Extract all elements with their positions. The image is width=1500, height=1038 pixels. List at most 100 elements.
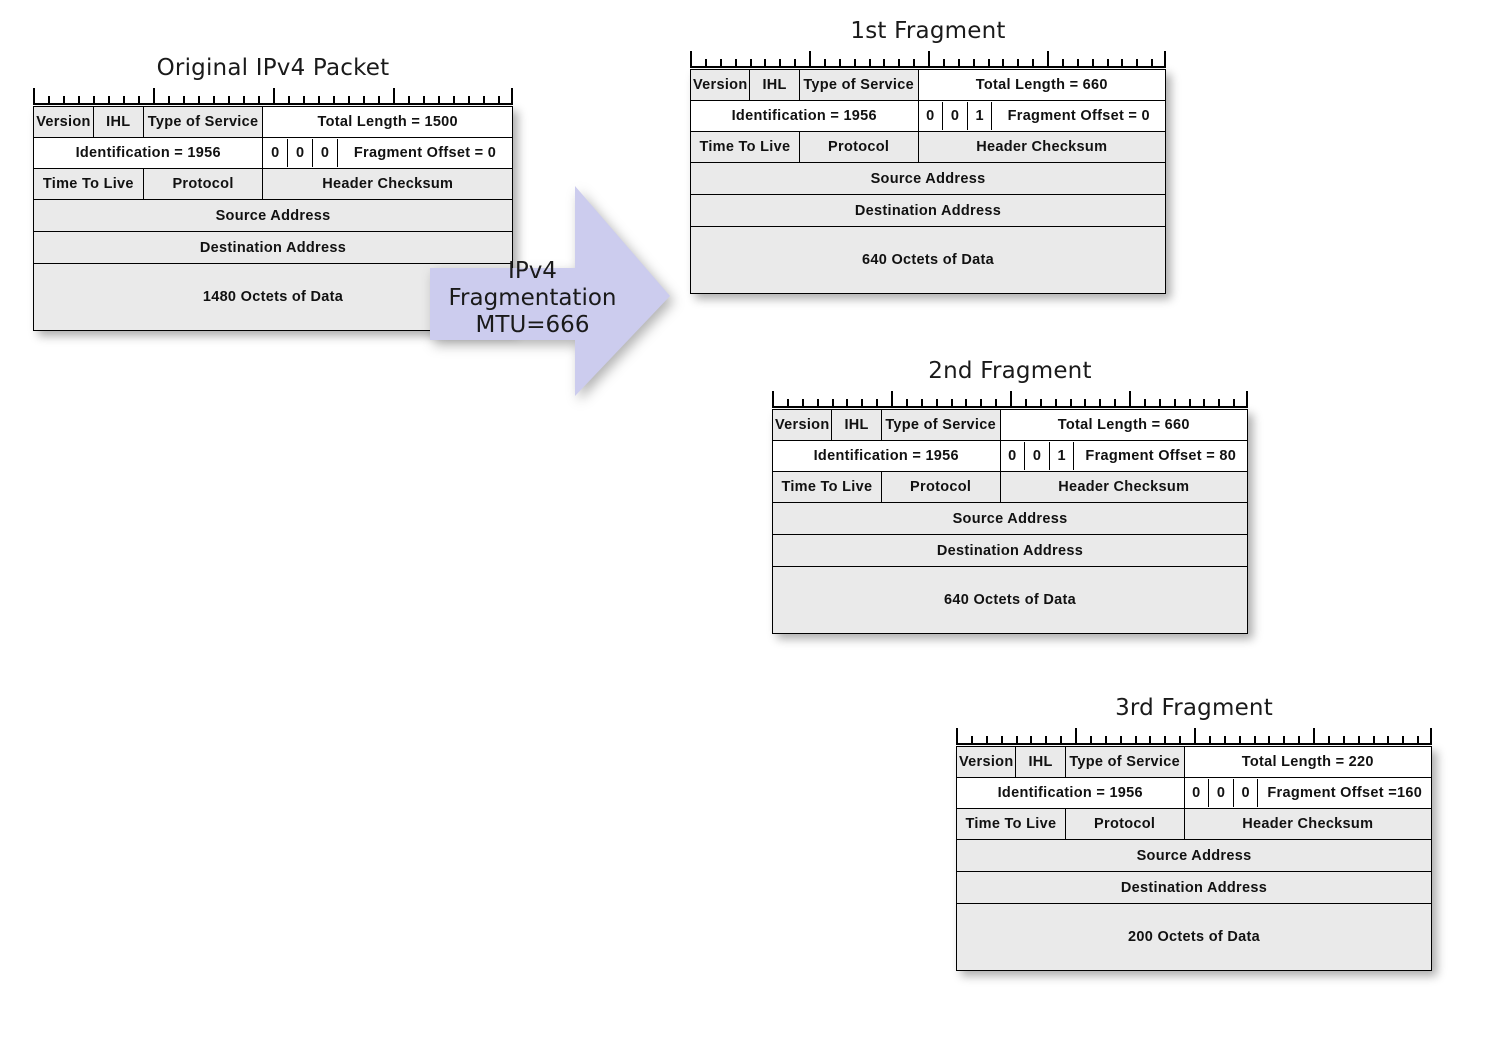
field-identification: Identification = 1956 bbox=[956, 777, 1185, 809]
field-fragment-offset: Fragment Offset = 0 bbox=[337, 139, 512, 167]
ruler-tick-minor bbox=[1203, 399, 1206, 408]
field-ihl: IHL bbox=[1015, 746, 1066, 778]
ruler-tick-minor bbox=[363, 96, 365, 105]
ruler-tick-minor bbox=[704, 59, 707, 68]
ruler-tick-major bbox=[1246, 391, 1248, 408]
field-header-checksum: Header Checksum bbox=[917, 131, 1167, 163]
ruler-tick-minor bbox=[408, 96, 410, 105]
table-row-destination: Destination Address bbox=[33, 231, 513, 264]
ruler-tick-minor bbox=[920, 399, 923, 408]
ruler-tick-minor bbox=[303, 96, 305, 105]
ipv4-header-table: Version IHL Type of Service Total Length… bbox=[955, 746, 1433, 971]
field-flag-reserved: 0 bbox=[918, 102, 944, 130]
field-fragment-offset: Fragment Offset =160 bbox=[1257, 779, 1431, 807]
field-flag-df: 0 bbox=[942, 102, 968, 130]
ruler-tick-major bbox=[1430, 728, 1432, 745]
field-time-to-live: Time To Live bbox=[690, 131, 800, 163]
field-fragment-offset: Fragment Offset = 0 bbox=[991, 102, 1165, 130]
ruler-tick-minor bbox=[883, 59, 886, 68]
ruler-tick-minor bbox=[995, 399, 998, 408]
field-destination-address: Destination Address bbox=[33, 231, 513, 264]
field-source-address: Source Address bbox=[690, 162, 1166, 195]
table-row-2: Identification = 1956 0 0 1 Fragment Off… bbox=[772, 440, 1249, 472]
ruler-tick-minor bbox=[1149, 736, 1152, 745]
field-identification: Identification = 1956 bbox=[32, 137, 264, 169]
ruler-tick-minor bbox=[483, 96, 485, 105]
table-row-source: Source Address bbox=[772, 502, 1248, 535]
table-row-payload: 640 Octets of Data bbox=[690, 226, 1166, 294]
ruler-tick-minor bbox=[1017, 59, 1020, 68]
ruler-tick-minor bbox=[935, 399, 938, 408]
ruler-tick-minor bbox=[1208, 736, 1211, 745]
ruler-tick-minor bbox=[876, 399, 879, 408]
table-row-1: Version IHL Type of Service Total Length… bbox=[689, 69, 1167, 101]
ruler-tick-minor bbox=[786, 399, 789, 408]
field-total-length: Total Length = 660 bbox=[999, 409, 1249, 441]
field-flag-reserved: 0 bbox=[263, 139, 289, 167]
ruler-tick-minor bbox=[1015, 736, 1018, 745]
ruler-tick-minor bbox=[228, 96, 230, 105]
ruler-tick-minor bbox=[378, 96, 380, 105]
table-row-destination: Destination Address bbox=[772, 534, 1248, 567]
ruler-tick-minor bbox=[985, 736, 988, 745]
ruler-tick-major bbox=[511, 88, 513, 105]
field-type-of-service: Type of Service bbox=[1064, 746, 1185, 778]
ruler-tick-minor bbox=[794, 59, 797, 68]
table-row-1: Version IHL Type of Service Total Length… bbox=[33, 106, 513, 138]
ruler-tick-minor bbox=[1030, 736, 1033, 745]
ruler-tick-minor bbox=[243, 96, 245, 105]
bit-ruler bbox=[956, 727, 1432, 745]
field-destination-address: Destination Address bbox=[956, 871, 1432, 904]
ruler-tick-minor bbox=[1283, 736, 1286, 745]
ruler-tick-minor bbox=[93, 96, 95, 105]
ruler-tick-minor bbox=[1218, 399, 1221, 408]
field-version: Version bbox=[955, 746, 1017, 778]
ipv4-header-table: Version IHL Type of Service Total Length… bbox=[771, 409, 1249, 634]
ruler-tick-minor bbox=[123, 96, 125, 105]
table-row-2: Identification = 1956 0 0 0 Fragment Off… bbox=[32, 137, 513, 169]
field-ihl: IHL bbox=[831, 409, 882, 441]
ruler-tick-minor bbox=[734, 59, 737, 68]
field-total-length: Total Length = 220 bbox=[1183, 746, 1433, 778]
ruler-tick-minor bbox=[898, 59, 901, 68]
table-row-3: Time To Live Protocol Header Checksum bbox=[772, 471, 1249, 503]
ruler-tick-minor bbox=[1151, 59, 1154, 68]
ruler-tick-minor bbox=[913, 59, 916, 68]
packet-title-original: Original IPv4 Packet bbox=[156, 55, 390, 81]
ruler-tick-major bbox=[1075, 728, 1077, 745]
ruler-tick-minor bbox=[1179, 736, 1182, 745]
ruler-tick-minor bbox=[965, 399, 968, 408]
ruler-tick-major bbox=[956, 728, 958, 745]
table-row-1: Version IHL Type of Service Total Length… bbox=[955, 746, 1433, 778]
ruler-tick-minor bbox=[78, 96, 80, 105]
field-header-checksum: Header Checksum bbox=[999, 471, 1249, 503]
field-header-checksum: Header Checksum bbox=[262, 168, 513, 200]
ruler-tick-minor bbox=[1164, 736, 1167, 745]
table-row-destination: Destination Address bbox=[690, 194, 1166, 227]
ruler-tick-minor bbox=[1238, 736, 1241, 745]
ruler-tick-minor bbox=[749, 59, 752, 68]
ruler-tick-major bbox=[891, 391, 893, 408]
field-time-to-live: Time To Live bbox=[772, 471, 882, 503]
ruler-tick-minor bbox=[1387, 736, 1390, 745]
ruler-tick-minor bbox=[853, 59, 856, 68]
ruler-tick-minor bbox=[1372, 736, 1375, 745]
ruler-tick-major bbox=[1129, 391, 1131, 408]
ruler-tick-major bbox=[273, 88, 275, 105]
bit-ruler bbox=[33, 87, 513, 105]
field-fragment-offset: Fragment Offset = 80 bbox=[1073, 442, 1247, 470]
ruler-tick-minor bbox=[318, 96, 320, 105]
ruler-tick-minor bbox=[816, 399, 819, 408]
ruler-tick-minor bbox=[831, 399, 834, 408]
ruler-tick-minor bbox=[108, 96, 110, 105]
ruler-tick-minor bbox=[823, 59, 826, 68]
table-row-1: Version IHL Type of Service Total Length… bbox=[771, 409, 1249, 441]
ruler-tick-minor bbox=[1119, 736, 1122, 745]
ruler-tick-minor bbox=[1188, 399, 1191, 408]
ruler-tick-minor bbox=[288, 96, 290, 105]
ruler-tick-minor bbox=[258, 96, 260, 105]
table-row-3: Time To Live Protocol Header Checksum bbox=[33, 168, 513, 200]
ruler-tick-minor bbox=[348, 96, 350, 105]
ruler-tick-minor bbox=[1417, 736, 1420, 745]
ruler-tick-minor bbox=[942, 59, 945, 68]
